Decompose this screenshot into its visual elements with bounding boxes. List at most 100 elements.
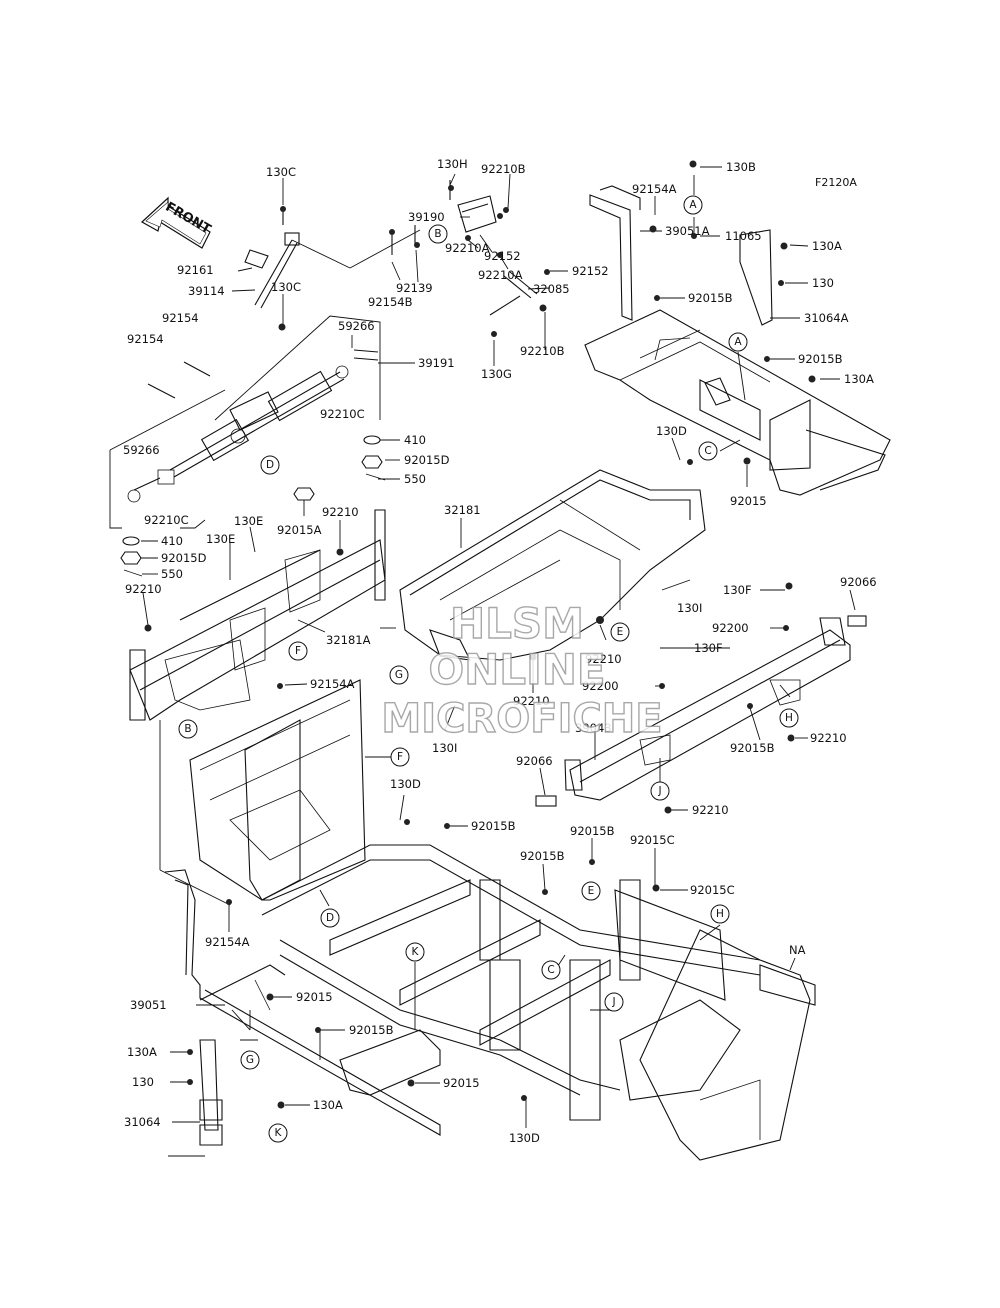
front-guard-32181 [399,469,706,661]
part-label: 130A [127,1045,157,1059]
part-label: 130I [432,741,457,755]
part-label: 550 [161,567,183,581]
part-label: 59266 [338,319,375,333]
leader-lines [141,166,856,1157]
callout-marker: F [390,747,410,767]
part-label: 31064A [804,311,849,325]
part-label: 39051A [665,224,710,238]
part-label: 92154A [205,935,250,949]
part-label: NA [789,943,806,957]
part-label: 92015D [161,551,207,565]
part-label: 92210 [322,505,359,519]
part-label: 92015B [570,824,615,838]
watermark-line-1: HLSM [450,599,584,648]
svg-text:K: K [275,1127,283,1139]
part-label: 92015B [798,352,843,366]
part-label: 92210 [692,803,729,817]
part-label: 92210 [810,731,847,745]
figure-code: F2120A [815,176,857,189]
part-label: 92015A [277,523,322,537]
svg-text:C: C [547,964,554,976]
part-label: 130I [677,601,702,615]
upper-bracket-assembly [391,180,538,316]
svg-text:J: J [611,996,615,1008]
part-label: 92015 [730,494,767,508]
rear-crossmember-39043 [535,615,867,807]
part-label: 130D [390,777,421,791]
part-label: 92015C [690,883,735,897]
part-label: 92210A [445,241,490,255]
part-label: 130D [656,424,687,438]
part-label: 39114 [188,284,225,298]
part-label: 92210B [481,162,526,176]
reference-callouts: B D B F G E F A A C H J D E K C J H G K [178,195,799,1143]
watermark-line-2: ONLINE [428,645,605,694]
part-label: 92161 [177,263,214,277]
part-label: 92210C [144,513,189,527]
part-label: 92066 [840,575,877,589]
part-label: 32181A [326,633,371,647]
part-label: 92015B [730,741,775,755]
part-label: 130A [812,239,842,253]
callout-marker: F [288,641,308,661]
part-label: 410 [404,433,426,447]
part-label: 92210A [478,268,523,282]
part-label: 130G [481,367,512,381]
callout-marker: K [405,942,425,962]
front-bar-32181a [129,509,386,721]
part-label: 130E [206,532,235,546]
part-label: 410 [161,534,183,548]
callout-marker: H [710,904,730,924]
part-label: 92210B [520,344,565,358]
svg-text:E: E [588,885,595,897]
svg-text:H: H [785,712,793,724]
svg-text:H: H [716,908,724,920]
svg-text:B: B [184,723,191,735]
svg-text:K: K [412,946,420,958]
part-label: 39191 [418,356,455,370]
hardware-bolts [144,160,816,1109]
part-label: 130A [844,372,874,386]
callout-marker: D [260,455,280,475]
part-label: 130D [509,1131,540,1145]
callout-marker: J [604,992,624,1012]
part-label: 59266 [123,443,160,457]
part-label: 130B [726,160,756,174]
callout-marker: G [389,665,409,685]
part-label: 92200 [582,679,619,693]
part-label: 92015D [404,453,450,467]
part-label: 31064 [124,1115,161,1129]
svg-text:B: B [434,228,441,240]
part-label: 92154A [632,182,677,196]
part-label: 92066 [516,754,553,768]
part-label: 32085 [533,282,570,296]
callout-marker: C [698,441,718,461]
part-label: 92154 [127,332,164,346]
part-label: 130E [234,514,263,528]
callout-marker: B [178,719,198,739]
svg-text:C: C [704,445,711,457]
callout-marker: H [779,708,799,728]
part-label: 92015B [688,291,733,305]
callout-marker: E [610,622,630,642]
callout-marker: K [268,1123,288,1143]
part-label: 92152 [484,249,521,263]
svg-text:G: G [246,1054,254,1066]
svg-text:D: D [326,912,334,924]
part-label: 92210C [320,407,365,421]
part-label: 11065 [725,229,762,243]
part-label: 32181 [444,503,481,517]
svg-text:F: F [295,645,301,657]
part-label: 130H [437,157,468,171]
svg-text:E: E [617,626,624,638]
callout-marker: B [428,224,448,244]
svg-text:D: D [266,459,274,471]
rear-bed-support [584,185,891,496]
part-label: 92015B [471,819,516,833]
part-label: 92154 [162,311,199,325]
part-label: 92210 [585,652,622,666]
part-label: 130A [313,1098,343,1112]
part-label: 92200 [712,621,749,635]
svg-text:G: G [395,669,403,681]
